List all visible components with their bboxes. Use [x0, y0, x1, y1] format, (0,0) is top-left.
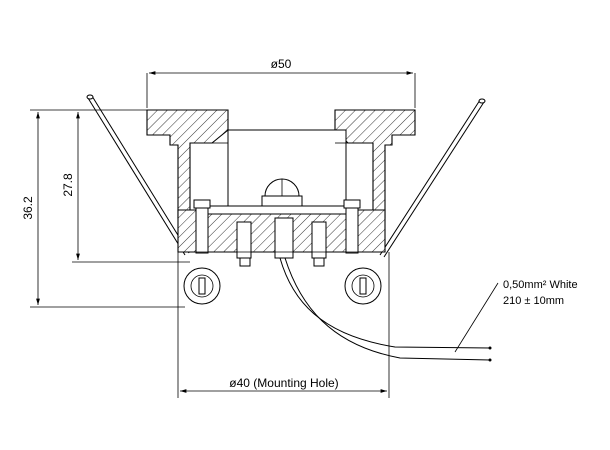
- dimension-mounting-hole: ø40 (Mounting Hole): [177, 252, 390, 398]
- pivot-left: [183, 267, 221, 305]
- dimension-top-diameter: ø50: [146, 57, 416, 108]
- overall-height-label: 36.2: [21, 196, 35, 220]
- wire-spec-label: 0,50mm² White: [503, 279, 578, 291]
- mounting-hole-label: ø40 (Mounting Hole): [229, 376, 338, 390]
- wire-length-label: 210 ± 10mm: [503, 295, 564, 307]
- dimension-overall-height: 36.2: [21, 109, 185, 308]
- spring-clip-left: [86, 94, 190, 256]
- spring-clip-right: [379, 98, 486, 258]
- pivot-right: [344, 267, 382, 305]
- body-height-label: 27.8: [61, 173, 75, 197]
- housing-section: [146, 109, 416, 267]
- dimension-body-height: 27.8: [61, 112, 190, 263]
- top-diameter-label: ø50: [271, 57, 292, 71]
- lead-wires: [279, 257, 492, 362]
- wire-callout: 0,50mm² White 210 ± 10mm: [454, 279, 578, 353]
